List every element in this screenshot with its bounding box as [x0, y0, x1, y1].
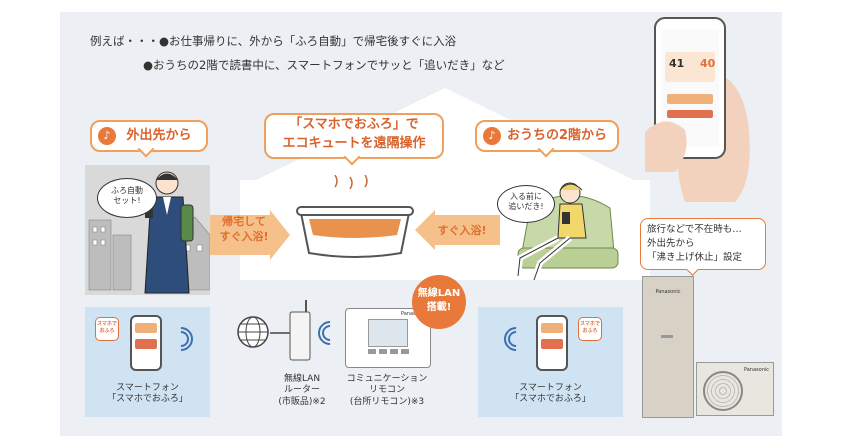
router-illustration	[289, 300, 311, 361]
left-phone-name: スマートフォン	[116, 383, 179, 393]
router-note: (市販品)※2	[278, 396, 326, 407]
music-note-icon: ♪	[483, 127, 501, 145]
remote-caption: コミュニケーション リモコン (台所リモコン)※3	[335, 374, 439, 408]
remote-name-2: リモコン	[368, 385, 405, 396]
house-roof	[240, 88, 650, 190]
left-arrow-line-2: すぐ入浴!	[219, 230, 269, 243]
phone-temp-2: 40	[700, 57, 716, 70]
wlan-badge-line-2: 搭載!	[426, 302, 452, 313]
fan-icon	[703, 371, 743, 411]
right-speech-bubble: 入る前に 追いだき!	[497, 185, 555, 223]
remote-note: (台所リモコン)※3	[349, 396, 425, 407]
right-header-label: おうちの2階から	[506, 128, 608, 143]
brand-label: Panasonic	[400, 311, 426, 317]
left-speech-line-2: セット!	[113, 196, 141, 205]
remote-controller-illustration: Panasonic	[345, 308, 431, 368]
globe-icon	[237, 316, 269, 348]
right-speech-line-1: 入る前に	[510, 192, 542, 201]
router-caption: 無線LAN ルーター (市販品)※2	[262, 374, 342, 408]
smartphone-illustration	[536, 315, 568, 371]
phone-temp-1: 41	[669, 57, 685, 70]
wlan-badge: 無線LAN 搭載!	[412, 275, 466, 329]
wifi-wave-icon	[499, 322, 533, 356]
wlan-badge-line-1: 無線LAN	[417, 288, 461, 299]
left-phone-caption: スマートフォン 「スマホでおふろ」	[85, 383, 210, 406]
right-speech-line-2: 追いだき!	[508, 202, 544, 211]
left-phone-panel: スマホで おふろ スマートフォン 「スマホでおふろ」	[85, 307, 210, 417]
intro-line-1: 例えば・・・●お仕事帰りに、外から「ふろ自動」で帰宅後すぐに入浴	[90, 34, 457, 48]
right-phone-name: スマートフォン	[519, 383, 582, 393]
connector-line	[270, 332, 290, 334]
right-phone-app: 「スマホでおふろ」	[510, 394, 591, 405]
app-logo: スマホで おふろ	[578, 317, 602, 341]
intro-line-2: ●おうちの2階で読書中に、スマートフォンでサッと「追いだき」など	[143, 58, 505, 72]
travel-line-1: 旅行などで不在時も…	[647, 224, 742, 235]
right-arrow	[415, 210, 500, 250]
router-name-2: ルーター	[283, 385, 320, 396]
wifi-wave-icon	[164, 322, 198, 356]
center-title-line-2: エコキュートを遠隔操作	[282, 136, 426, 151]
router-name: 無線LAN	[283, 374, 321, 384]
left-phone-app: 「スマホでおふろ」	[107, 394, 188, 405]
left-arrow-line-1: 帰宅して	[222, 215, 266, 228]
smartphone-illustration	[130, 315, 162, 371]
left-arrow-text: 帰宅して すぐ入浴!	[214, 214, 274, 244]
right-phone-caption: スマートフォン 「スマホでおふろ」	[478, 383, 623, 406]
bathtub-illustration	[296, 175, 414, 258]
left-header-label: 外出先から	[126, 128, 192, 143]
travel-bubble: 旅行などで不在時も… 外出先から 「沸き上げ休止」設定	[640, 218, 766, 270]
left-speech-line-1: ふろ自動	[111, 186, 143, 195]
businessman-illustration	[85, 165, 210, 295]
hand-holding-phone	[645, 17, 750, 202]
travel-line-2: 外出先から	[647, 238, 695, 249]
music-note-icon: ♪	[98, 127, 116, 145]
app-logo: スマホで おふろ	[95, 317, 119, 341]
heat-pump-unit: Panasonic	[696, 362, 774, 416]
center-title-line-1: 「スマホでおふろ」で	[289, 117, 419, 132]
right-arrow-text: すぐ入浴!	[437, 224, 487, 237]
left-arrow	[210, 210, 290, 260]
left-speech-bubble: ふろ自動 セット!	[97, 178, 157, 218]
right-phone-panel: スマホで おふろ スマートフォン 「スマホでおふろ」	[478, 307, 623, 417]
travel-line-3: 「沸き上げ休止」設定	[647, 252, 743, 263]
remote-name: コミュニケーション	[346, 374, 428, 384]
ecocute-tank: Panasonic	[642, 276, 694, 418]
woman-on-sofa-illustration	[515, 182, 619, 281]
